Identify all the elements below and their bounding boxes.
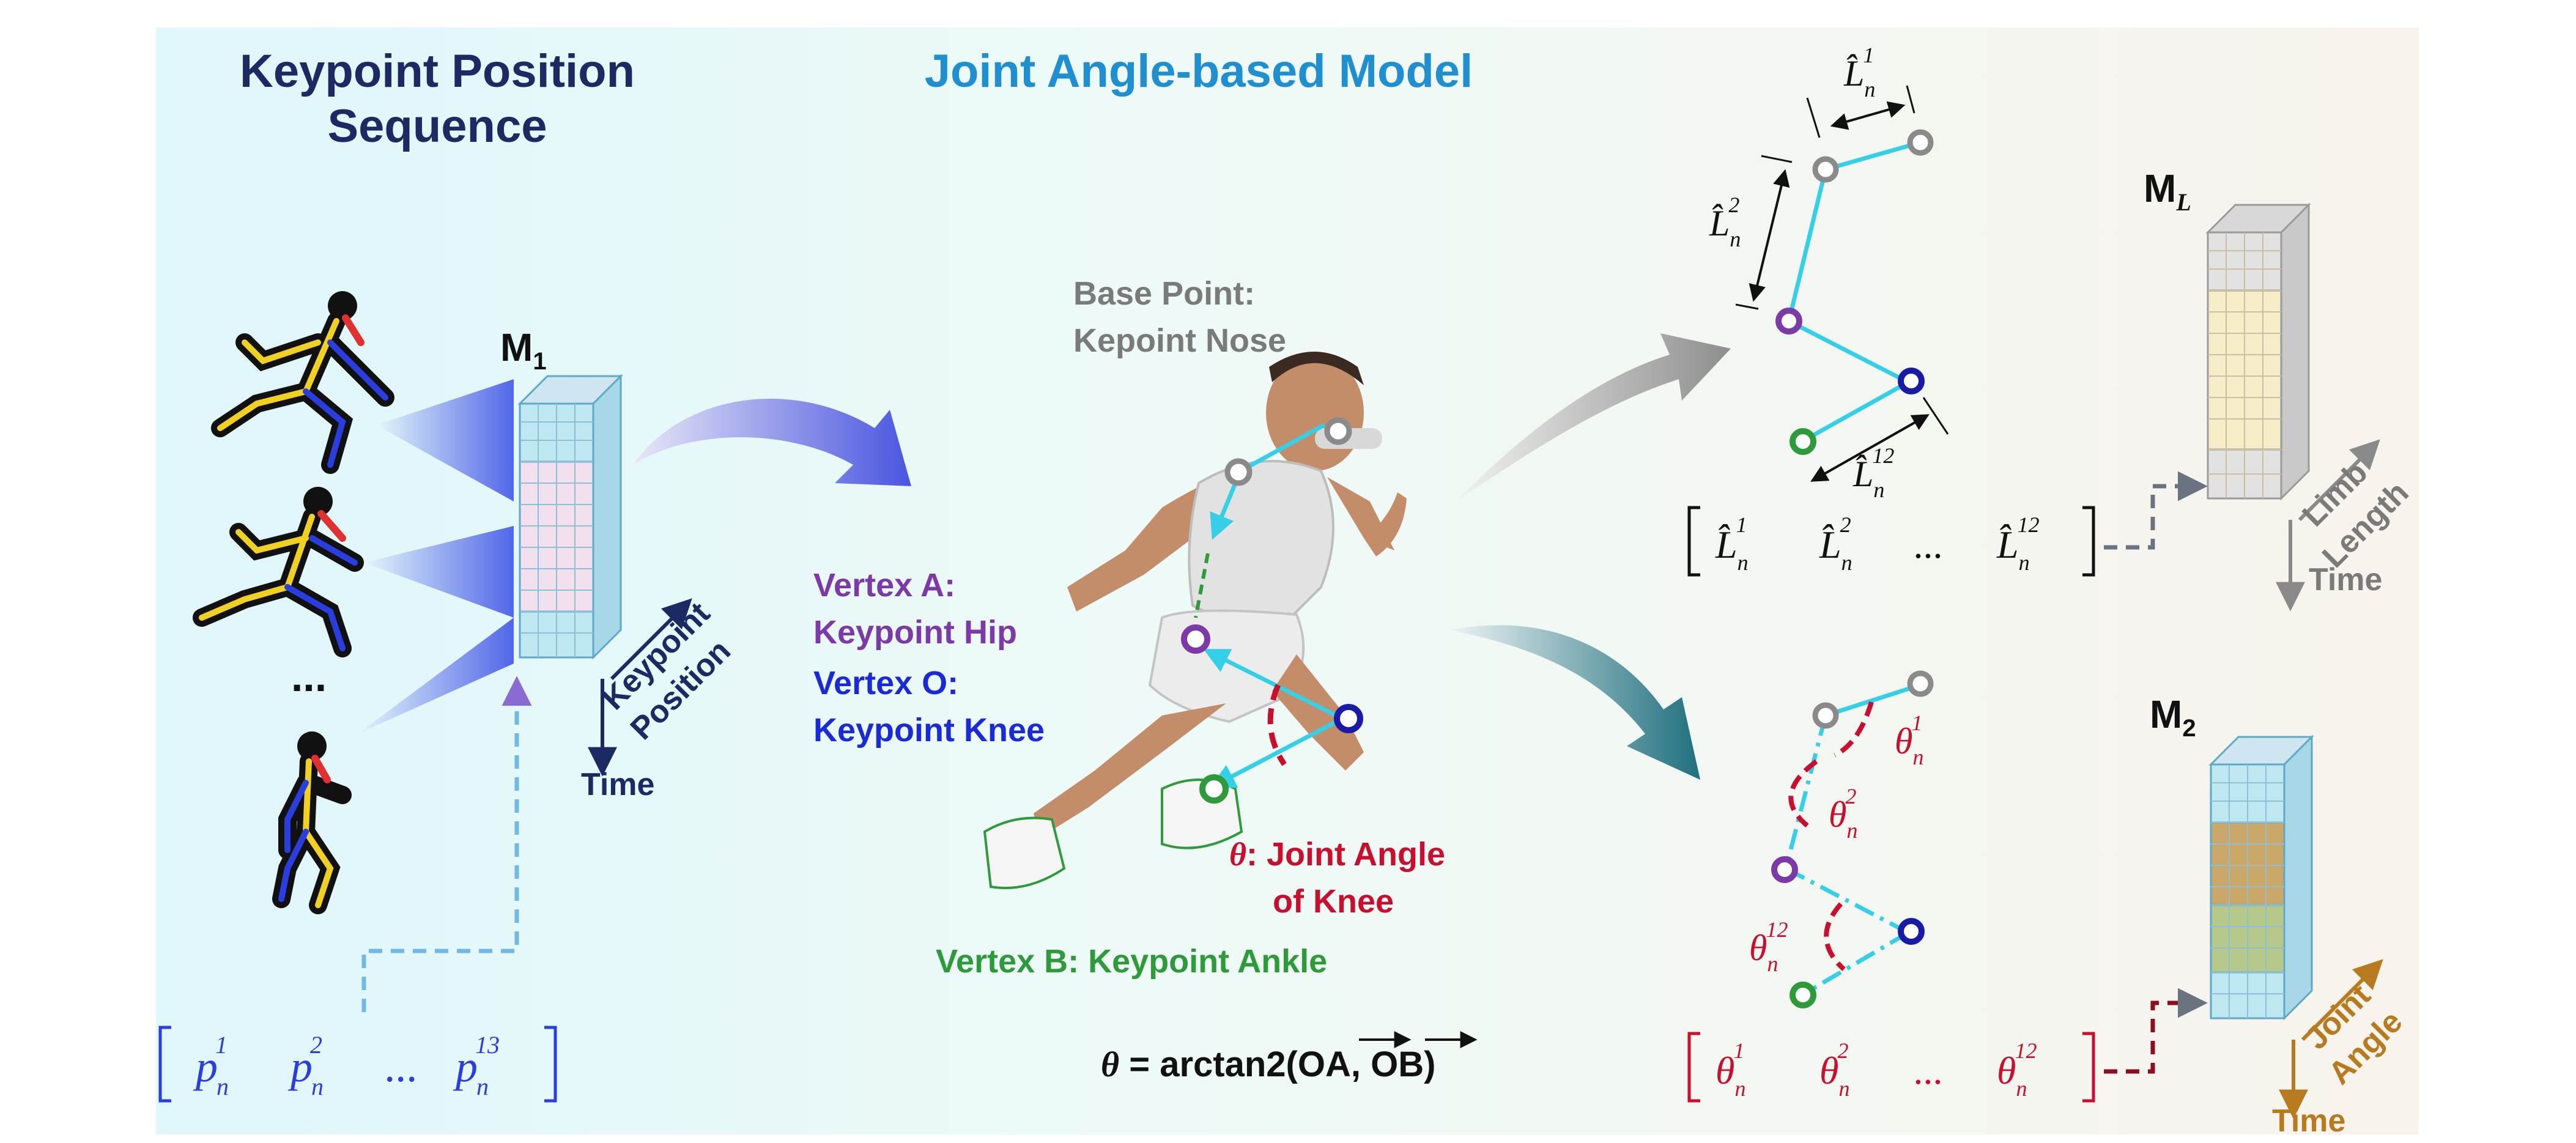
ml-axis-time-label: Time	[2309, 562, 2382, 597]
m1-axis-keypoint	[610, 598, 692, 681]
m1-vector-connector	[361, 676, 532, 1012]
arctan-formula: θ = arctan2(OA, OB)	[1101, 1031, 1478, 1084]
vector-ob	[1209, 716, 1344, 788]
runner-figure-3	[272, 731, 352, 914]
svg-text:...: ...	[1914, 1049, 1944, 1092]
curved-arrow-to-limb	[1456, 333, 1731, 501]
base-point-label-1: Base Point:	[1073, 275, 1255, 312]
limb-length-skeleton	[1735, 85, 1949, 482]
limb-label-1: L̂n1	[1843, 43, 1875, 102]
svg-text:L̂n12: L̂n12	[1996, 512, 2040, 575]
m2-axis-time-label: Time	[2272, 1103, 2345, 1139]
svg-text:θn12: θn12	[1997, 1038, 2037, 1101]
svg-text:L̂n1: L̂n1	[1715, 512, 1749, 575]
curved-arrow-left-middle	[633, 399, 911, 486]
m1-axis-time-label: Time	[581, 767, 654, 802]
matrix-ml	[2205, 202, 2311, 501]
vertex-b-ankle-marker	[1199, 774, 1229, 804]
angle-label-12: θn12	[1749, 917, 1788, 976]
curved-arrow-to-angle	[1449, 625, 1700, 780]
angle-vector-connector	[2104, 988, 2208, 1074]
vertex-o-knee-marker	[1334, 704, 1363, 733]
limb-label-2: L̂n2	[1709, 193, 1741, 251]
vertex-o-label-1: Vertex O:	[813, 665, 958, 701]
projection-beam-1	[376, 379, 514, 501]
runner-figure-2	[193, 487, 364, 657]
theta-label-1: θ: Joint Angle	[1229, 836, 1445, 873]
matrix-ml-label: ML	[2144, 166, 2191, 216]
svg-text:θn2: θn2	[1819, 1038, 1849, 1101]
svg-text:pn2: pn2	[287, 1031, 324, 1100]
svg-text:pn13: pn13	[453, 1031, 500, 1100]
keypoint-eye-marker	[1324, 417, 1352, 445]
keypoint-vector: pn1 pn2 ... pn13	[158, 1026, 557, 1103]
runner-ellipsis: ...	[291, 653, 327, 700]
matrix-m2	[2208, 734, 2314, 1021]
joint-angle-skeleton	[1771, 670, 1934, 1008]
vector-oa	[1203, 649, 1344, 721]
svg-text:L̂n2: L̂n2	[1819, 512, 1852, 575]
matrix-m1	[517, 374, 623, 660]
svg-text:θ = arctan2(OA, OB): θ = arctan2(OA, OB)	[1101, 1045, 1435, 1084]
svg-text:θn1: θn1	[1715, 1038, 1745, 1101]
limb-length-vector: L̂n1 L̂n2 ... L̂n12	[1687, 506, 2095, 577]
matrix-m1-label: M1	[500, 325, 547, 375]
runner-figure-1	[211, 291, 394, 474]
vertex-o-label-2: Keypoint Knee	[813, 712, 1045, 749]
knee-angle-arc	[1267, 684, 1287, 766]
base-point-label-2: Kepoint Nose	[1073, 322, 1286, 359]
left-title-line1: Keypoint Position	[240, 45, 635, 97]
skeleton-hip-down	[1194, 553, 1210, 618]
vertex-a-label-1: Vertex A:	[813, 567, 955, 604]
projection-beam-3	[358, 618, 514, 734]
theta-label-2: of Knee	[1273, 883, 1394, 920]
vertex-a-label-2: Keypoint Hip	[813, 614, 1017, 651]
vertex-b-label: Vertex B: Keypoint Ankle	[936, 943, 1327, 980]
projection-beam-2	[364, 526, 514, 618]
svg-text:pn1: pn1	[193, 1031, 229, 1100]
skeleton-nose-link	[1237, 423, 1325, 475]
ml-axis-limb	[2298, 439, 2380, 522]
limb-label-12: L̂n12	[1852, 443, 1894, 502]
matrix-m2-label: M2	[2150, 692, 2196, 742]
angle-label-2: θn2	[1829, 784, 1857, 843]
svg-text:...: ...	[1914, 523, 1944, 566]
skeleton-neck-link	[1210, 482, 1238, 540]
limb-vector-connector	[2104, 471, 2208, 550]
angle-label-1: θn1	[1895, 711, 1923, 769]
keypoint-nose-marker	[1224, 458, 1253, 486]
joint-angle-vector: θn1 θn2 ... θn12	[1687, 1032, 2095, 1103]
left-title-line2: Sequence	[327, 100, 547, 152]
m2-axis-joint	[2301, 959, 2383, 1041]
svg-text:...: ...	[385, 1042, 418, 1091]
middle-title: Joint Angle-based Model	[925, 45, 1473, 97]
vertex-a-hip-marker	[1181, 624, 1210, 654]
